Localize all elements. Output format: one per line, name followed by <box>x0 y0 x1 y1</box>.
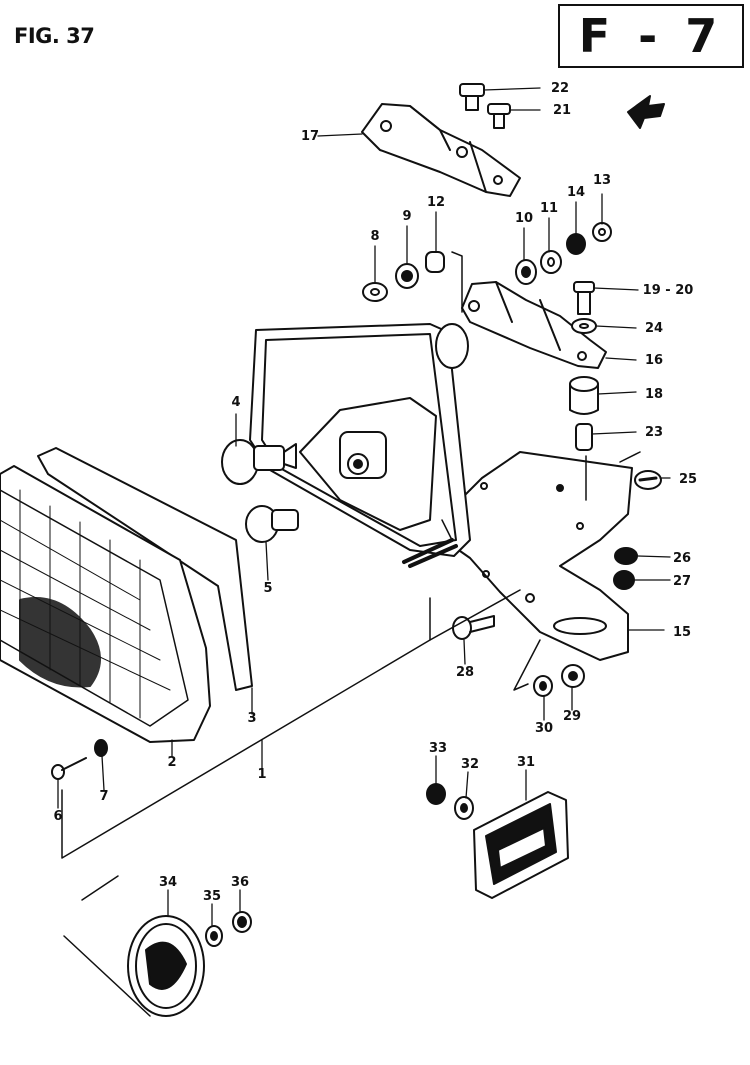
callout-number: 31 <box>517 755 535 770</box>
callout-number: 25 <box>679 472 697 487</box>
upper-bracket-17 <box>361 103 521 197</box>
assembly-grouping-lines <box>61 251 641 1017</box>
callout-number: 2 <box>167 755 176 770</box>
round-reflector-34 <box>127 915 205 1017</box>
callout-number: 34 <box>159 875 177 890</box>
washer-7 <box>94 739 108 757</box>
washer-11 <box>540 250 562 274</box>
callout-leader-lines <box>57 87 671 927</box>
washer-24 <box>571 318 597 334</box>
callout-number: 28 <box>456 665 474 680</box>
lamp-housing-1 <box>249 323 471 568</box>
figure-label: FIG. 37 <box>14 24 95 48</box>
callout-number: 9 <box>402 209 411 224</box>
bolt-22 <box>459 83 485 111</box>
nut-36 <box>232 911 252 933</box>
callout-number: 14 <box>567 185 585 200</box>
callout-number: 4 <box>231 395 240 410</box>
washer-30 <box>533 675 553 697</box>
callout-number: 17 <box>301 129 319 144</box>
callout-number: 22 <box>551 81 569 96</box>
bolt-21 <box>487 103 511 129</box>
callout-number: 12 <box>427 195 445 210</box>
lower-bracket-16 <box>461 281 607 369</box>
screw-28 <box>452 615 495 640</box>
collar-12 <box>425 251 445 273</box>
nut-26 <box>614 547 638 565</box>
callout-number: 32 <box>461 757 479 772</box>
callout-number: 24 <box>645 321 663 336</box>
callout-number: 30 <box>535 721 553 736</box>
callout-number: 29 <box>563 709 581 724</box>
callout-number: 3 <box>247 711 256 726</box>
callout-number: 19 - 20 <box>643 283 694 298</box>
callout-number: 5 <box>263 581 272 596</box>
nut-14 <box>566 233 586 255</box>
section-code: F - 7 <box>578 9 724 63</box>
bulb-5 <box>245 505 299 543</box>
plate-bracket-15 <box>429 451 633 661</box>
callout-number: 11 <box>540 201 558 216</box>
callout-number: 13 <box>593 173 611 188</box>
bolt-19-20 <box>573 281 595 315</box>
nut-13 <box>592 222 612 242</box>
callout-number: 7 <box>99 789 108 804</box>
callout-number: 35 <box>203 889 221 904</box>
callout-number: 1 <box>257 767 266 782</box>
washer-8 <box>362 282 388 302</box>
washer-35 <box>205 925 223 947</box>
callout-number: 27 <box>673 574 691 589</box>
callout-number: 15 <box>673 625 691 640</box>
washer-10 <box>515 259 537 285</box>
reflector-31 <box>473 791 569 899</box>
callout-number: 16 <box>645 353 663 368</box>
nut-33 <box>426 783 446 805</box>
callout-number: 21 <box>553 103 571 118</box>
callout-number: 8 <box>370 229 379 244</box>
screw-6 <box>51 757 87 780</box>
callout-number: 10 <box>515 211 533 226</box>
gasket-3 <box>37 447 253 691</box>
section-code-box: F - 7 <box>558 4 744 68</box>
collar-18 <box>569 376 599 415</box>
callout-number: 6 <box>53 809 62 824</box>
lens-2 <box>0 465 211 743</box>
nut-25 <box>634 470 662 490</box>
callout-number: 26 <box>673 551 691 566</box>
nut-27 <box>613 570 635 590</box>
washer-32 <box>454 796 474 820</box>
direction-arrow-icon <box>627 95 665 129</box>
nut-29 <box>561 664 585 688</box>
spacer-23 <box>575 423 593 451</box>
callout-number: 36 <box>231 875 249 890</box>
callout-number: 18 <box>645 387 663 402</box>
callout-number: 33 <box>429 741 447 756</box>
washer-9 <box>395 263 419 289</box>
callout-number: 23 <box>645 425 663 440</box>
bulb-4 <box>221 439 297 485</box>
